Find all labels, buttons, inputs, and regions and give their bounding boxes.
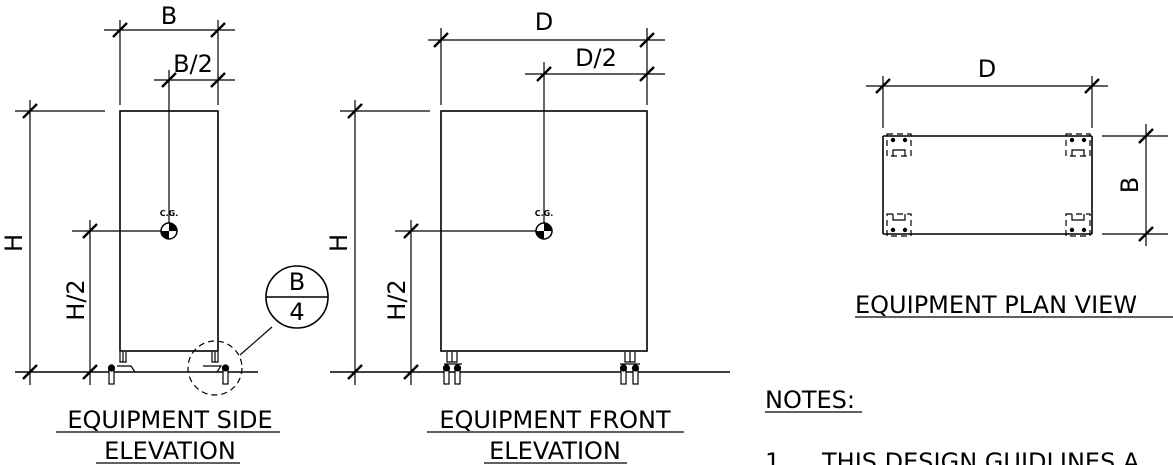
plan-caption: EQUIPMENT PLAN VIEW — [855, 291, 1137, 319]
side-cg-symbol — [160, 222, 178, 240]
note-1-number: 1. — [765, 448, 788, 465]
plan-dim-d-label: D — [978, 55, 996, 83]
front-cg-symbol — [535, 222, 553, 240]
plan-mount-bottom-left — [886, 213, 912, 237]
plan-dim-b-label: B — [1116, 177, 1144, 193]
side-detail-circle — [187, 340, 243, 396]
front-dim-h-half-label: H/2 — [383, 279, 411, 320]
front-dim-d-label: D — [535, 8, 553, 36]
side-caption-line2: ELEVATION — [104, 437, 236, 465]
front-anchors — [442, 352, 640, 385]
front-dim-d-half-label: D/2 — [575, 44, 617, 72]
notes-heading: NOTES: — [765, 386, 855, 414]
front-cg-label: C.G. — [535, 209, 554, 218]
detail-callout-top: B — [289, 268, 305, 296]
side-dim-b-label: B — [161, 2, 177, 30]
side-dim-h-label: H — [0, 234, 28, 252]
side-caption-line1: EQUIPMENT SIDE — [67, 406, 272, 434]
side-anchors — [107, 352, 230, 385]
notes-block: NOTES: 1. THIS DESIGN GUIDLINES A — [765, 386, 1140, 465]
plan-mount-top-left — [886, 133, 912, 157]
side-cg-label: C.G. — [160, 209, 179, 218]
detail-callout-bubble: B 4 — [265, 265, 329, 329]
front-dim-h-label: H — [325, 234, 353, 252]
front-elevation: D D/2 H H/2 C.G. — [325, 8, 730, 465]
plan-mount-top-right — [1065, 133, 1091, 157]
side-elevation: B B/2 H H/2 C.G. — [0, 2, 329, 465]
side-dim-b-half-label: B/2 — [173, 50, 213, 78]
plan-mount-bottom-right — [1065, 213, 1091, 237]
plan-view: D B — [855, 55, 1173, 319]
detail-callout-bottom: 4 — [289, 298, 304, 326]
front-caption-line1: EQUIPMENT FRONT — [439, 406, 671, 434]
side-dim-h-half-label: H/2 — [62, 279, 90, 320]
front-caption-line2: ELEVATION — [489, 437, 621, 465]
note-1-text: THIS DESIGN GUIDLINES A — [821, 448, 1140, 465]
